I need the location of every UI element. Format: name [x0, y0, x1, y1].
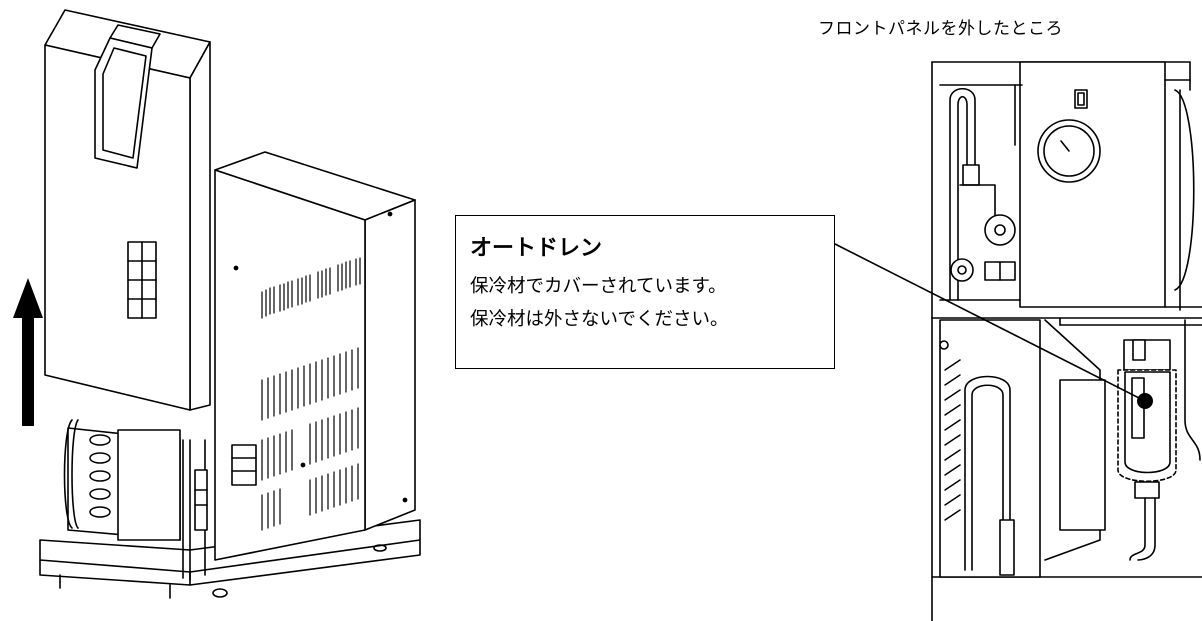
pressure-gauge-icon [1037, 119, 1101, 183]
indicator-dot-icon [1137, 393, 1153, 409]
up-arrow-icon [13, 278, 43, 426]
callout-auto-drain: オートドレン 保冷材でカバーされています。 保冷材は外さないでください。 [455, 215, 835, 369]
callout-line-2: 保冷材は外さないでください。 [470, 309, 729, 330]
callout-line-1: 保冷材でカバーされています。 [470, 276, 727, 297]
callout-title: オートドレン [470, 236, 603, 261]
caption-front-panel-removed: フロントパネルを外したところ [818, 19, 1063, 39]
callout-leader-line [834, 243, 1146, 402]
interior-illustration [931, 61, 1202, 621]
machine-isometric-illustration [39, 9, 421, 599]
